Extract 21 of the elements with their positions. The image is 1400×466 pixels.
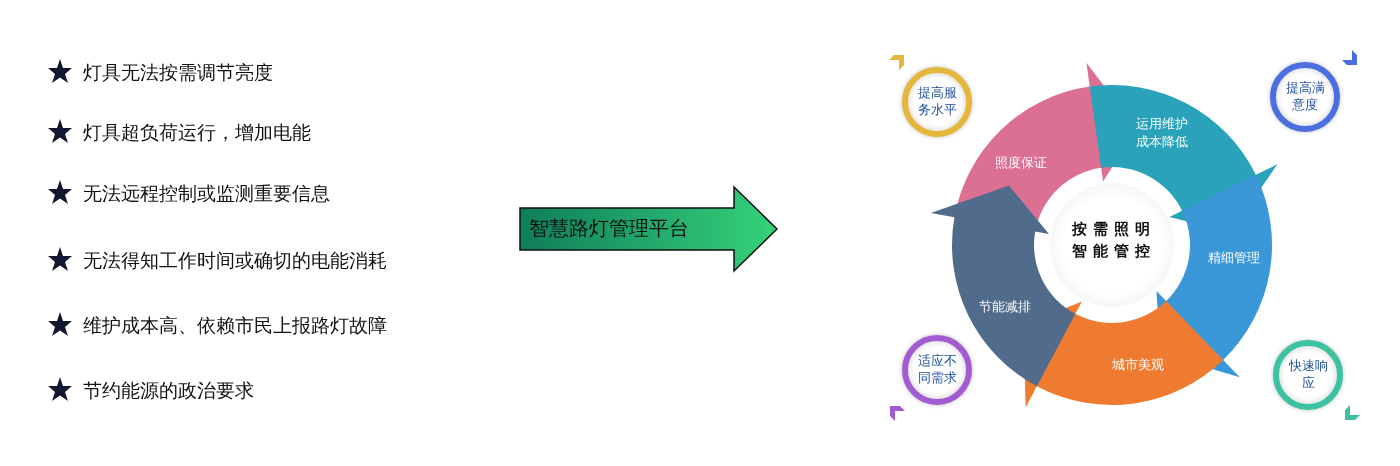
badge-circle <box>902 67 972 137</box>
segment-label: 城市美观 <box>1110 356 1165 375</box>
problem-text: 无法远程控制或监测重要信息 <box>83 181 330 206</box>
badge-label: 快速响应 <box>1288 358 1328 392</box>
arrow-label: 智慧路灯管理平台 <box>529 215 689 242</box>
segment-label: 节能减排 <box>978 297 1033 316</box>
center-label: 按需照明智能管控 <box>1072 219 1156 262</box>
problem-text: 灯具超负荷运行，增加电能 <box>83 120 311 145</box>
problem-text: 灯具无法按需调节亮度 <box>83 60 273 85</box>
problem-text: 维护成本高、依赖市民上报路灯故障 <box>83 313 387 338</box>
problem-text: 无法得知工作时间或确切的电能消耗 <box>83 248 387 273</box>
problem-text: 节约能源的政治要求 <box>83 378 254 403</box>
segment-label: 精细管理 <box>1207 248 1262 267</box>
badge-label: 适应不同需求 <box>917 353 957 387</box>
badge-label: 提高满意度 <box>1285 80 1325 114</box>
badge-circle <box>1273 340 1343 410</box>
badge-circle <box>1270 62 1340 132</box>
segment-label: 照度保证 <box>993 153 1048 172</box>
segment-label: 运用维护成本降低 <box>1135 114 1189 151</box>
badge-circle <box>902 335 972 405</box>
badge-label: 提高服务水平 <box>917 85 957 119</box>
